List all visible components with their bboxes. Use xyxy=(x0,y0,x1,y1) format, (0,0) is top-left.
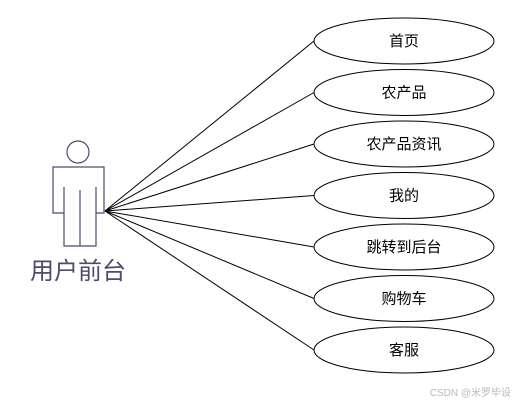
use-case: 首页 xyxy=(313,17,495,65)
association-line xyxy=(104,195,315,212)
use-case: 我的 xyxy=(313,172,495,219)
use-case-label: 客服 xyxy=(389,341,419,359)
association-line xyxy=(104,92,315,212)
use-case-ellipse xyxy=(313,120,495,168)
association-line xyxy=(104,210,315,351)
use-case-label: 我的 xyxy=(389,187,419,205)
use-case-ellipse xyxy=(313,17,495,65)
actor-label: 用户前台 xyxy=(30,257,126,285)
association-line xyxy=(104,210,315,248)
use-case-ellipse xyxy=(313,69,495,116)
actor-figure: 用户前台 xyxy=(30,140,126,285)
watermark: CSDN @米罗毕设 xyxy=(429,388,511,399)
use-case-ellipse xyxy=(313,172,495,219)
use-case-label: 购物车 xyxy=(381,290,426,308)
actor-body xyxy=(52,166,105,247)
actor-head xyxy=(66,140,90,164)
use-case: 客服 xyxy=(313,326,495,374)
use-case-ellipse xyxy=(313,326,495,374)
association-line xyxy=(104,40,315,212)
use-case-ellipse xyxy=(313,275,495,322)
use-case: 农产品资讯 xyxy=(313,120,495,168)
use-case-ellipse xyxy=(313,223,495,271)
use-case: 跳转到后台 xyxy=(313,223,495,271)
association-line xyxy=(104,143,315,212)
use-case-label: 农产品 xyxy=(381,84,426,102)
use-case-label: 首页 xyxy=(389,32,419,50)
use-case: 购物车 xyxy=(313,275,495,322)
use-case-label: 跳转到后台 xyxy=(366,238,441,256)
use-case-label: 农产品资讯 xyxy=(366,135,441,153)
association-lines xyxy=(104,40,315,351)
association-line xyxy=(104,210,315,299)
use-case: 农产品 xyxy=(313,69,495,116)
